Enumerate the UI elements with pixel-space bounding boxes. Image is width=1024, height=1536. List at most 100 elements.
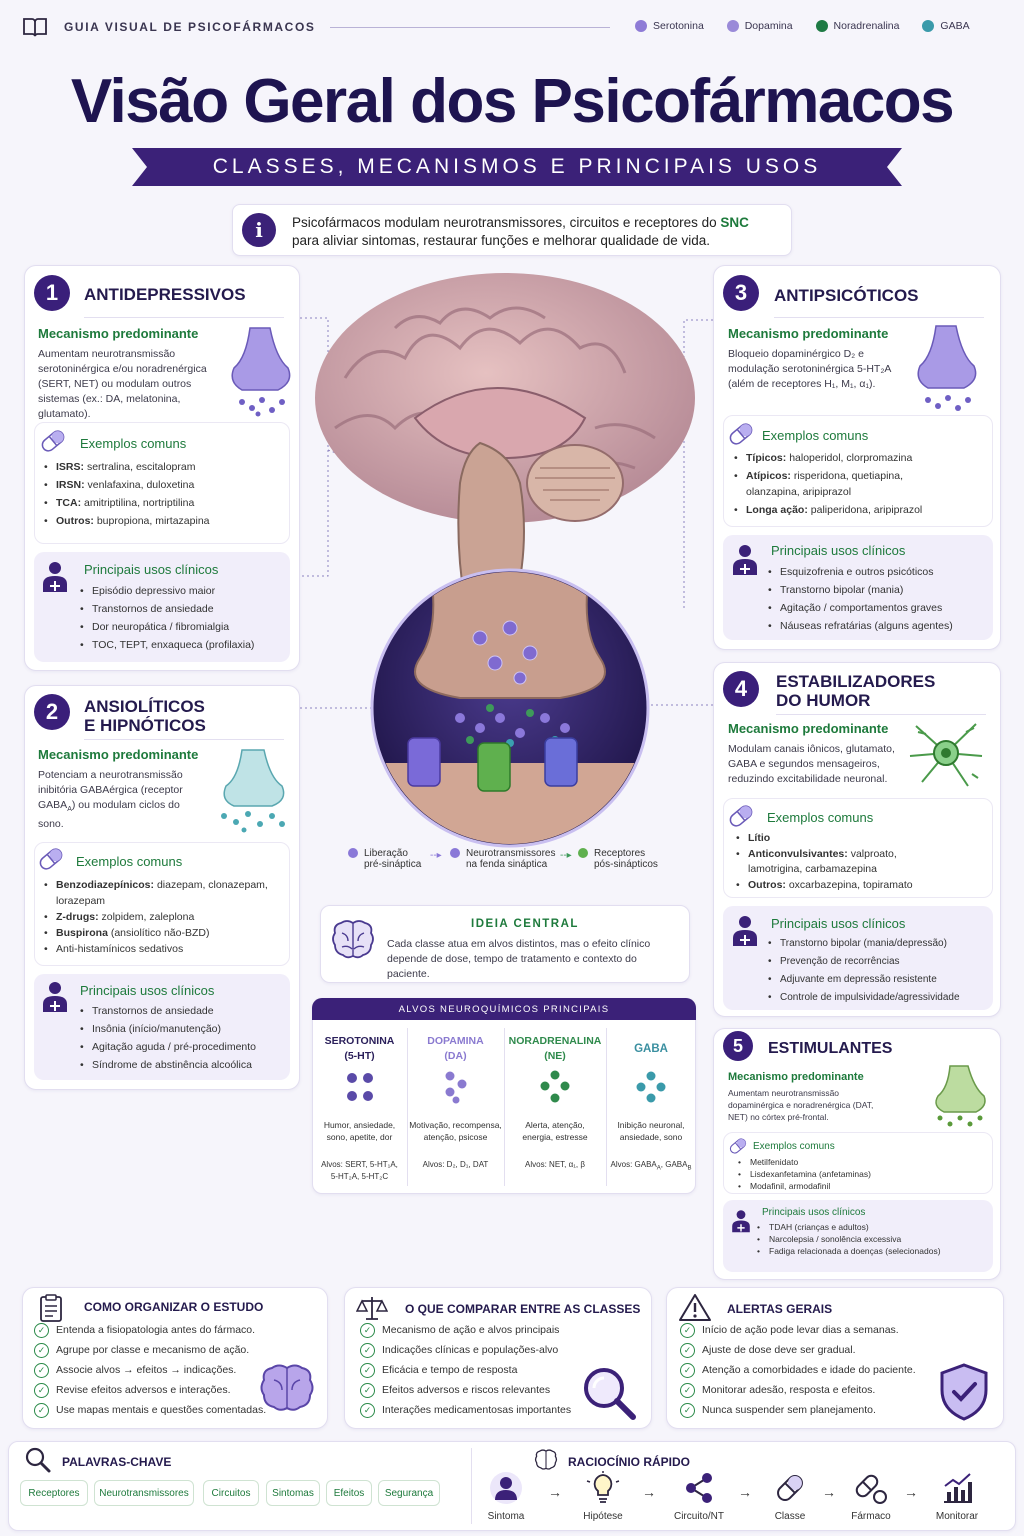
card-3-divider: [774, 317, 984, 318]
legend-arrow-2: ‑‑▸: [560, 850, 572, 861]
target-alvos: Alvos: NET, α₁, β: [525, 1160, 585, 1169]
study-list: Entenda a fisiopatologia antes do fármac…: [34, 1320, 274, 1420]
list-item: Buspirona (ansiolítico não-BZD): [44, 925, 269, 941]
target-name: NORADRENALINA(NE): [508, 1035, 602, 1062]
target-name: SEROTONINA(5-HT): [324, 1035, 395, 1062]
target-alvos: Alvos: D₂, D₁, DAT: [422, 1160, 489, 1169]
alerts-title: ALERTAS GERAIS: [727, 1302, 833, 1316]
pill-icon: [39, 848, 63, 870]
gaba-terminal-icon: [221, 749, 285, 833]
pills-icon: [855, 1474, 887, 1504]
person-icon: [490, 1472, 522, 1504]
target-col-gaba: GABA Inibição neuronal,ansiedade, sono A…: [606, 1034, 696, 1175]
card-2-examples-label: Exemplos comuns: [76, 854, 183, 869]
list-item: Longa ação: paliperidona, aripiprazol: [734, 502, 944, 518]
card-3-mechanism-label: Mecanismo predominante: [728, 326, 889, 341]
target-desc: Inibição neuronal,ansiedade, sono: [617, 1120, 685, 1142]
footer-divider: [471, 1448, 472, 1524]
card-1-examples-label: Exemplos comuns: [80, 436, 187, 451]
card-5-uses-list: TDAH (crianças e adultos) Narcolepsia / …: [757, 1221, 957, 1257]
flow-step-circuito: Circuito/NT: [673, 1511, 724, 1522]
subtitle-ribbon: [132, 148, 902, 186]
header-legend: Serotonina Dopamina Noradrenalina GABA: [635, 20, 970, 33]
target-desc: Alerta, atenção,energia, estresse: [522, 1120, 588, 1142]
brand-title: GUIA VISUAL DE PSICOFÁRMACOS: [64, 20, 316, 34]
targets-divider-3: [606, 1028, 607, 1186]
list-item: Ajuste de dose deve ser gradual.: [680, 1340, 930, 1360]
list-item: Revise efeitos adversos e interações.: [34, 1380, 274, 1400]
pill-icon: [729, 805, 753, 827]
patient-icon: [43, 562, 67, 592]
list-item: Transtorno bipolar (mania/depressão): [768, 935, 993, 953]
brain-icon: [332, 920, 374, 959]
list-item: Náuseas refratárias (alguns agentes): [768, 617, 988, 635]
compare-list: Mecanismo de ação e alvos principais Ind…: [360, 1320, 600, 1420]
neuron-terminal-icon: [917, 325, 977, 411]
list-item: Entenda a fisiopatologia antes do fármac…: [34, 1320, 274, 1340]
card-1-mechanism: Aumentam neurotransmissão serotoninérgic…: [38, 348, 207, 420]
card-1-examples-list: ISRS: sertralina, escitalopram IRSN: ven…: [44, 458, 284, 530]
shield-check-icon: [940, 1363, 988, 1421]
card-1-uses-list: Episódio depressivo maior Transtornos de…: [80, 582, 285, 654]
list-item: Modafinil, armodafinil: [738, 1180, 978, 1192]
target-desc: Humor, ansiedade,sono, apetite, dor: [323, 1120, 396, 1142]
list-item: Outros: oxcarbazepina, topiramato: [736, 878, 936, 893]
dopamina-dots-icon: [445, 1071, 466, 1104]
legend-serotonina: Serotonina: [635, 20, 704, 33]
card-1-mechanism-label: Mecanismo predominante: [38, 326, 199, 341]
list-item: Insônia (início/manutenção): [80, 1020, 285, 1038]
patient-icon: [43, 982, 67, 1012]
brain-illustration: [315, 273, 695, 604]
card-1-title: ANTIDEPRESSIVOS: [84, 285, 246, 304]
list-item: Interações medicamentosas importantes: [360, 1400, 600, 1420]
card-3-mechanism: Bloqueio dopaminérgico D₂ e modulação se…: [728, 348, 891, 390]
keyword-neurotransmissores: Neurotransmissores: [94, 1480, 194, 1506]
target-name: DOPAMINA(DA): [427, 1035, 484, 1062]
capsule-icon: [777, 1475, 803, 1501]
card-5-examples-label: Exemplos comuns: [753, 1141, 835, 1152]
target-col-serotonina: SEROTONINA(5-HT) Humor, ansiedade,sono, …: [312, 1034, 407, 1183]
target-col-dopamina: DOPAMINA(DA) Motivação, recompensa,atenç…: [407, 1034, 504, 1171]
list-item: Monitorar adesão, resposta e efeitos.: [680, 1380, 930, 1400]
target-desc: Motivação, recompensa,atenção, psicose: [409, 1120, 502, 1142]
target-alvos: Alvos: GABAA, GABAB: [610, 1160, 692, 1172]
card-4-uses-label: Principais usos clínicos: [771, 916, 906, 931]
flow-step-farmaco: Fármaco: [851, 1511, 891, 1522]
list-item: Agitação aguda / pré-procedimento: [80, 1038, 285, 1056]
card-3-title: ANTIPSICÓTICOS: [774, 286, 919, 305]
compare-title: O QUE COMPARAR ENTRE AS CLASSES: [405, 1302, 641, 1316]
intro-text: Psicofármacos modulam neurotransmissores…: [292, 215, 749, 248]
serotonina-dots-icon: [346, 1073, 373, 1101]
card-3-uses-label: Principais usos clínicos: [771, 543, 906, 558]
card-5-examples-list: Metilfenidato Lisdexanfetamina (anfetami…: [738, 1156, 978, 1192]
list-item: Transtorno bipolar (mania): [768, 581, 988, 599]
list-item: TDAH (crianças e adultos): [757, 1221, 957, 1233]
list-item: Agitação / comportamentos graves: [768, 599, 988, 617]
info-icon: i: [242, 213, 276, 247]
card-3-examples-label: Exemplos comuns: [762, 428, 869, 443]
network-icon: [686, 1473, 712, 1503]
flow-arrow-icon: →: [738, 1484, 752, 1500]
central-idea-title: IDEIA CENTRAL: [471, 918, 579, 930]
legend-arrow-1: ‑‑▸: [430, 850, 442, 861]
card-2-number: 2: [34, 694, 70, 730]
legend-noradrenalina: Noradrenalina: [815, 20, 899, 33]
card-5-title: ESTIMULANTES: [768, 1040, 893, 1057]
list-item: Prevenção de recorrências: [768, 953, 993, 971]
target-name: GABA: [634, 1043, 668, 1055]
card-5-mechanism-label: Mecanismo predominante: [728, 1071, 864, 1083]
card-4-mechanism-label: Mecanismo predominante: [728, 721, 889, 736]
brain-small-icon: [534, 1449, 558, 1470]
card-2-mechanism: Potenciam a neurotransmissão inibitória …: [38, 769, 183, 831]
pill-icon: [729, 423, 753, 445]
list-item: TOC, TEPT, enxaqueca (profilaxia): [80, 636, 285, 654]
targets-title: ALVOS NEUROQUÍMICOS PRINCIPAIS: [398, 1004, 610, 1015]
list-item: Indicações clínicas e populações-alvo: [360, 1340, 600, 1360]
list-item: Outros: bupropiona, mirtazapina: [44, 512, 284, 530]
card-2-divider: [84, 739, 284, 740]
book-icon: [23, 18, 47, 37]
neuron-cell-icon: [909, 723, 983, 787]
keyword-circuitos: Circuitos: [203, 1480, 259, 1506]
